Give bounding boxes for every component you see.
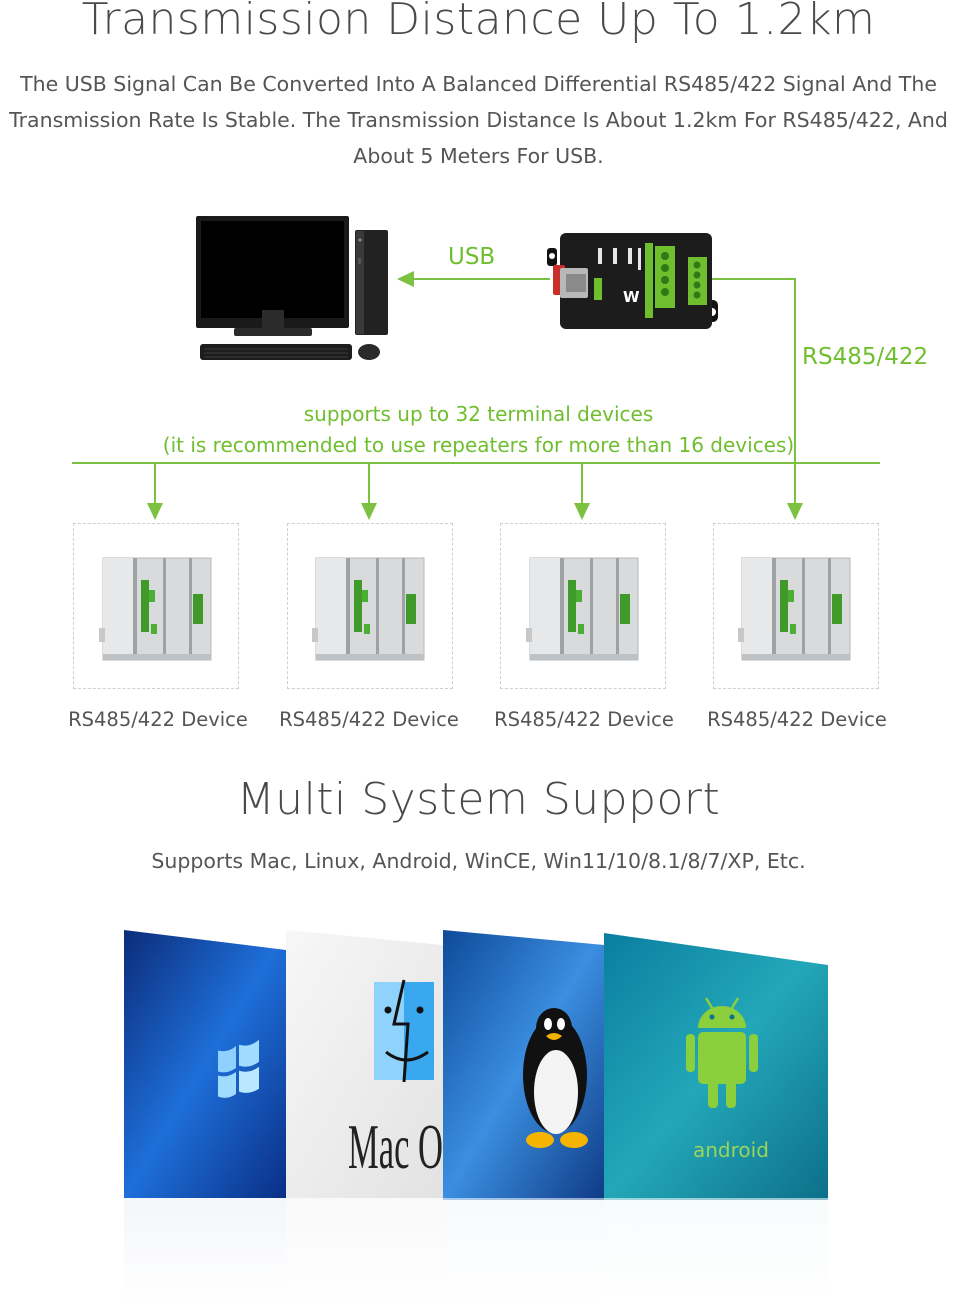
device-arrow-3: [574, 503, 590, 520]
note-line-1: supports up to 32 terminal devices: [303, 402, 654, 426]
device-label: RS485/422 Device: [279, 708, 459, 731]
device-arrow-1: [147, 503, 163, 520]
device-label: RS485/422 Device: [707, 708, 887, 731]
mac-os-logo-text: Mac O: [348, 1111, 443, 1182]
transmission-description: The USB Signal Can Be Converted Into A B…: [0, 66, 957, 174]
page-title: Transmission Distance Up To 1.2km: [81, 0, 876, 45]
android-logo-text: android: [693, 1138, 769, 1162]
device-frame-2: [287, 523, 453, 689]
device-label: RS485/422 Device: [68, 708, 248, 731]
device-arrow-4: [787, 503, 803, 520]
note-line-2: (it is recommended to use repeaters for …: [162, 433, 795, 457]
device-frame-3: [500, 523, 666, 689]
monitor-icon: [196, 216, 349, 336]
pc-tower-icon: [355, 230, 388, 335]
device-label: RS485/422 Device: [494, 708, 674, 731]
rs485-connection-line: [712, 278, 796, 505]
keyboard-icon: [200, 344, 352, 360]
usb-to-rs485-converter-icon: W: [547, 233, 718, 329]
module-logo: W: [623, 288, 640, 306]
usb-label: USB: [448, 244, 496, 270]
system-support-description: Supports Mac, Linux, Android, WinCE, Win…: [151, 849, 806, 873]
usb-arrow: [397, 271, 550, 287]
section-title: Multi System Support: [236, 774, 721, 825]
rs485-label: RS485/422: [802, 344, 929, 370]
device-frame-1: [73, 523, 239, 689]
windows-icon: [218, 1039, 259, 1098]
description-line: Transmission Rate Is Stable. The Transmi…: [9, 108, 948, 132]
description-line: About 5 Meters For USB.: [353, 144, 604, 168]
description-line: The USB Signal Can Be Converted Into A B…: [20, 72, 937, 96]
android-icon: [686, 997, 758, 1108]
device-frame-4: [713, 523, 879, 689]
mac-finder-icon: [374, 979, 434, 1083]
mouse-icon: [358, 344, 380, 360]
terminal-devices-note: supports up to 32 terminal devices (it i…: [0, 399, 957, 461]
linux-tux-icon: [523, 1008, 588, 1148]
device-arrow-2: [361, 503, 377, 520]
